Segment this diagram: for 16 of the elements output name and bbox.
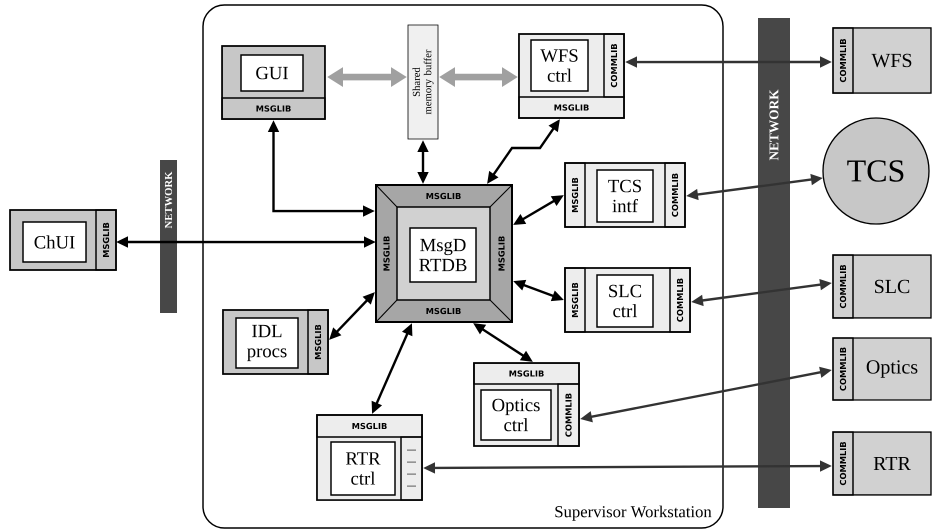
network-bar: NETWORK	[758, 18, 790, 508]
network-bar: NETWORK	[160, 160, 177, 313]
software-module-box: MSGLIB SLC ctrl COMMLIB	[564, 267, 691, 333]
software-module-box: GUI MSGLIB	[221, 45, 326, 120]
device-box: COMMLIB SLC	[832, 254, 932, 319]
software-module-box: WFS ctrl COMMLIB MSGLIB	[518, 33, 625, 119]
device-box: COMMLIB RTR	[832, 431, 932, 496]
device-box: COMMLIB Optics	[832, 337, 932, 401]
buffer-box: Shared memory buffer	[408, 24, 438, 140]
database-module-box: MSGLIB MSGLIB MsgD RTDB MSGLIB MSGLIB	[375, 184, 513, 324]
software-module-box: MSGLIB TCS intf COMMLIB	[564, 162, 686, 228]
software-module-box: MSGLIB Optics ctrl COMMLIB	[473, 362, 580, 447]
software-module-box: IDL procs MSGLIB	[222, 309, 329, 375]
software-module-box: MSGLIB RTR ctrl	[316, 414, 423, 501]
device-box: COMMLIB WFS	[832, 27, 932, 94]
software-module-box: ChUI MSGLIB	[9, 209, 117, 271]
